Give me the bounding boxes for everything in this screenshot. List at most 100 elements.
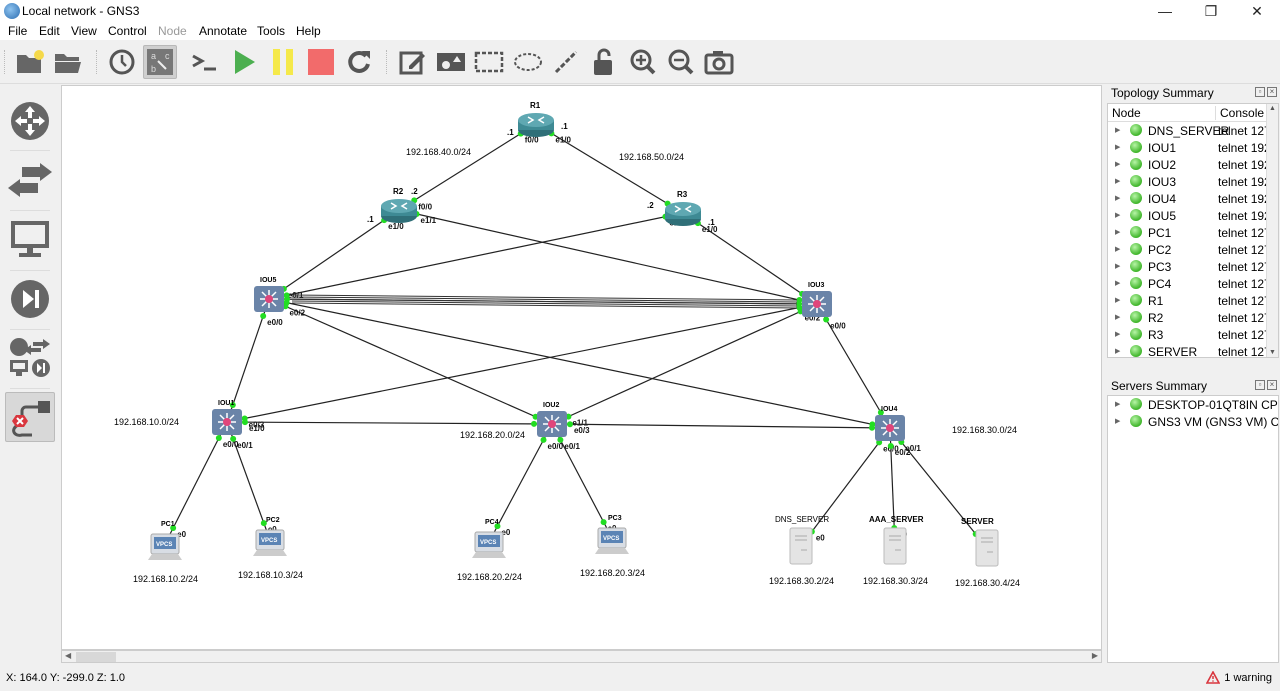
draw-rectangle-button[interactable] xyxy=(472,45,506,79)
node-IOU1[interactable]: IOU1 xyxy=(212,400,242,435)
browse-security-devices-button[interactable] xyxy=(5,274,55,324)
link-bundle-IOU5-IOU3[interactable] xyxy=(291,300,798,307)
expand-arrow-icon[interactable]: ▶ xyxy=(1115,263,1121,270)
note-net50[interactable]: 192.168.50.0/24 xyxy=(619,152,684,162)
note-r3_e10[interactable]: .1 xyxy=(708,218,715,227)
link-bundle-IOU5-IOU3[interactable] xyxy=(291,296,798,303)
browse-end-devices-button[interactable] xyxy=(5,214,55,264)
topology-diagram[interactable]: f0/0f0/0e1/0f0/0e1/0e0/1e1/1e1/1e1/0e0/1… xyxy=(62,86,1102,650)
close-dock-button[interactable]: × xyxy=(1267,380,1277,390)
note-r2_e10[interactable]: .1 xyxy=(367,215,374,224)
expand-arrow-icon[interactable]: ▶ xyxy=(1115,212,1121,219)
stop-all-button[interactable] xyxy=(304,45,338,79)
open-project-button[interactable] xyxy=(51,45,85,79)
canvas-horizontal-scrollbar[interactable]: ◀ ▶ xyxy=(61,650,1102,663)
expand-arrow-icon[interactable]: ▶ xyxy=(1115,161,1121,168)
scroll-down-arrow[interactable]: ▼ xyxy=(1269,349,1276,356)
expand-arrow-icon[interactable]: ▶ xyxy=(1115,195,1121,202)
expand-arrow-icon[interactable]: ▶ xyxy=(1115,297,1121,304)
scroll-left-arrow[interactable]: ◀ xyxy=(65,651,72,660)
node-IOU5[interactable]: IOU5 xyxy=(254,277,284,312)
minimize-button[interactable]: — xyxy=(1158,3,1172,19)
zoom-in-button[interactable] xyxy=(626,45,660,79)
link-IOU4-SERVER[interactable] xyxy=(889,427,988,549)
note-net10[interactable]: 192.168.10.0/24 xyxy=(114,417,179,427)
float-dock-button[interactable]: ▫ xyxy=(1255,380,1265,390)
toolbar-grip[interactable] xyxy=(96,50,99,74)
link-IOU2-PC3[interactable] xyxy=(551,423,613,539)
note-r2_f00[interactable]: .2 xyxy=(411,187,418,196)
expand-arrow-icon[interactable]: ▶ xyxy=(1115,331,1121,338)
menu-view[interactable]: View xyxy=(71,24,97,38)
node-IOU3[interactable]: IOU3 xyxy=(802,282,832,317)
link-IOU3-IOU4[interactable] xyxy=(816,303,891,429)
link-IOU4-DNS_SERVER[interactable] xyxy=(800,427,891,547)
link-bundle-IOU5-IOU3[interactable] xyxy=(291,298,798,305)
node-R1[interactable]: R1 xyxy=(518,101,554,137)
zoom-out-button[interactable] xyxy=(664,45,698,79)
expand-arrow-icon[interactable]: ▶ xyxy=(1115,348,1121,355)
suspend-all-button[interactable] xyxy=(266,45,300,79)
expand-arrow-icon[interactable]: ▶ xyxy=(1115,229,1121,236)
lock-items-button[interactable] xyxy=(587,45,621,79)
server-row[interactable]: ▶ GNS3 VM (GNS3 VM) C... xyxy=(1108,413,1278,430)
node-R2[interactable]: R2 xyxy=(381,187,417,223)
link-IOU5-IOU4[interactable] xyxy=(268,298,891,429)
console-all-button[interactable] xyxy=(188,45,222,79)
link-IOU2-PC4[interactable] xyxy=(488,423,553,543)
browse-all-devices-button[interactable] xyxy=(5,332,55,382)
scrollbar-thumb[interactable] xyxy=(76,652,116,662)
menu-control[interactable]: Control xyxy=(108,24,147,38)
scroll-right-arrow[interactable]: ▶ xyxy=(1091,651,1098,660)
expand-arrow-icon[interactable]: ▶ xyxy=(1115,280,1121,287)
scroll-up-arrow[interactable]: ▲ xyxy=(1269,105,1276,112)
add-note-button[interactable] xyxy=(396,45,430,79)
toolbar-grip[interactable] xyxy=(4,50,7,74)
screenshot-button[interactable] xyxy=(702,45,736,79)
new-project-button[interactable] xyxy=(13,45,47,79)
link-IOU1-IOU2[interactable] xyxy=(226,421,553,425)
expand-arrow-icon[interactable]: ▶ xyxy=(1115,127,1121,134)
menu-edit[interactable]: Edit xyxy=(39,24,60,38)
link-IOU5-IOU1[interactable] xyxy=(226,298,270,423)
link-R1-R2[interactable] xyxy=(398,123,537,211)
start-all-button[interactable] xyxy=(227,45,261,79)
servers-summary-tree[interactable]: ▶ DESKTOP-01QT8IN CPU... ▶ GNS3 VM (GNS3… xyxy=(1107,395,1279,663)
link-IOU3-IOU1[interactable] xyxy=(226,303,818,423)
link-IOU2-IOU4[interactable] xyxy=(551,423,891,429)
expand-arrow-icon[interactable]: ▶ xyxy=(1115,401,1121,408)
expand-arrow-icon[interactable]: ▶ xyxy=(1115,178,1121,185)
tree-vertical-scrollbar[interactable]: ▲ ▼ xyxy=(1266,104,1278,357)
note-r3_f00[interactable]: .2 xyxy=(647,201,654,210)
note-r1_e10[interactable]: .1 xyxy=(561,122,568,131)
restore-button[interactable]: ❐ xyxy=(1204,3,1218,19)
menu-annotate[interactable]: Annotate xyxy=(199,24,248,38)
topology-canvas[interactable]: f0/0f0/0e1/0f0/0e1/0e0/1e1/1e1/1e1/0e0/1… xyxy=(61,85,1102,650)
menu-help[interactable]: Help xyxy=(296,24,321,38)
expand-arrow-icon[interactable]: ▶ xyxy=(1115,314,1121,321)
link-IOU1-PC1[interactable] xyxy=(164,421,228,545)
close-button[interactable]: ✕ xyxy=(1251,3,1263,19)
link-R1-R3[interactable] xyxy=(535,123,684,214)
menu-file[interactable]: File xyxy=(8,24,28,38)
draw-line-button[interactable] xyxy=(549,45,583,79)
node-IOU4[interactable]: IOU4 xyxy=(875,406,905,441)
note-net40[interactable]: 192.168.40.0/24 xyxy=(406,147,471,157)
menu-tools[interactable]: Tools xyxy=(257,24,286,38)
link-R2-IOU5[interactable] xyxy=(268,209,400,300)
note-r1_f00[interactable]: .1 xyxy=(507,128,514,137)
